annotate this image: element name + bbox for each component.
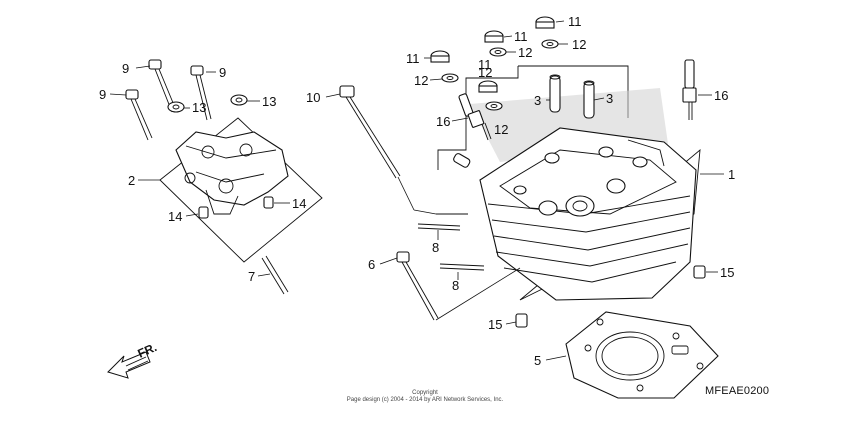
cap-11-a xyxy=(535,16,555,29)
callout-12: 12 xyxy=(414,73,428,88)
callout-12: 12 xyxy=(518,45,532,60)
stud-8-b xyxy=(439,263,485,271)
dowel-14-b xyxy=(263,196,274,209)
callout-3: 3 xyxy=(534,93,541,108)
washer-12-d xyxy=(485,101,503,111)
callout-15: 15 xyxy=(720,265,734,280)
sleeve-3-b xyxy=(583,80,595,119)
callout-8: 8 xyxy=(452,278,459,293)
bolt-6 xyxy=(396,251,521,321)
rocker-arm-body xyxy=(175,131,289,215)
sleeve-3-a xyxy=(549,74,561,113)
cap-11-b xyxy=(484,30,504,43)
callout-14: 14 xyxy=(292,196,306,211)
nut-13-b xyxy=(230,94,248,106)
callout-15: 15 xyxy=(488,317,502,332)
dowel-14-a xyxy=(198,206,209,219)
dowel-center xyxy=(453,153,471,168)
copyright-line-2: Page design (c) 2004 - 2014 by ARI Netwo… xyxy=(346,397,504,403)
callout-12: 12 xyxy=(572,37,586,52)
copyright-notice: Copyright Page design (c) 2004 - 2014 by… xyxy=(0,390,850,404)
washer-12-a xyxy=(541,39,559,49)
callout-16: 16 xyxy=(436,114,450,129)
callout-1: 1 xyxy=(728,167,735,182)
nut-13-a xyxy=(167,101,185,113)
callout-11: 11 xyxy=(406,51,420,66)
spark-plug-16-left xyxy=(458,93,492,141)
bolt-10 xyxy=(339,85,437,215)
front-direction-arrow: FR. xyxy=(107,340,159,379)
front-direction-label: FR. xyxy=(136,340,159,361)
leader-lines xyxy=(109,20,724,361)
callout-5: 5 xyxy=(534,353,541,368)
cap-11-d xyxy=(478,80,498,93)
callout-10: 10 xyxy=(306,90,320,105)
cap-11-c xyxy=(430,50,450,63)
bolt-9-c xyxy=(125,89,153,141)
rocker-assembly-box xyxy=(125,59,323,295)
stud-7 xyxy=(261,255,289,295)
callout-8: 8 xyxy=(432,240,439,255)
bolt-9-b xyxy=(190,65,212,121)
callout-9: 9 xyxy=(219,65,226,80)
washer-12-c xyxy=(441,73,459,83)
callout-11: 11 xyxy=(514,29,528,44)
dowel-15-b xyxy=(693,265,706,279)
callout-2: 2 xyxy=(128,173,135,188)
callout-12: 12 xyxy=(478,65,492,80)
callout-6: 6 xyxy=(368,257,375,272)
callout-9: 9 xyxy=(99,87,106,102)
callout-7: 7 xyxy=(248,269,255,284)
diagram-code: MFEAE0200 xyxy=(705,385,770,397)
callout-12: 12 xyxy=(494,122,508,137)
callout-3: 3 xyxy=(606,91,613,106)
gasket-5 xyxy=(565,311,719,399)
dowel-15-a xyxy=(515,313,528,328)
callout-16: 16 xyxy=(714,88,728,103)
copyright-line-1: Copyright xyxy=(412,390,438,396)
callout-9: 9 xyxy=(122,61,129,76)
callouts: 9 9 9 13 13 2 14 14 7 10 11 12 11 12 11 … xyxy=(99,14,735,368)
callout-13: 13 xyxy=(192,100,206,115)
callout-11: 11 xyxy=(568,14,582,29)
stud-8-a xyxy=(417,223,461,231)
callout-11: 11 xyxy=(478,57,492,72)
washer-12-b xyxy=(489,47,507,57)
callout-14: 14 xyxy=(168,209,182,224)
spark-plug-16-right xyxy=(682,59,697,120)
cylinder-head xyxy=(479,127,701,301)
callout-13: 13 xyxy=(262,94,276,109)
